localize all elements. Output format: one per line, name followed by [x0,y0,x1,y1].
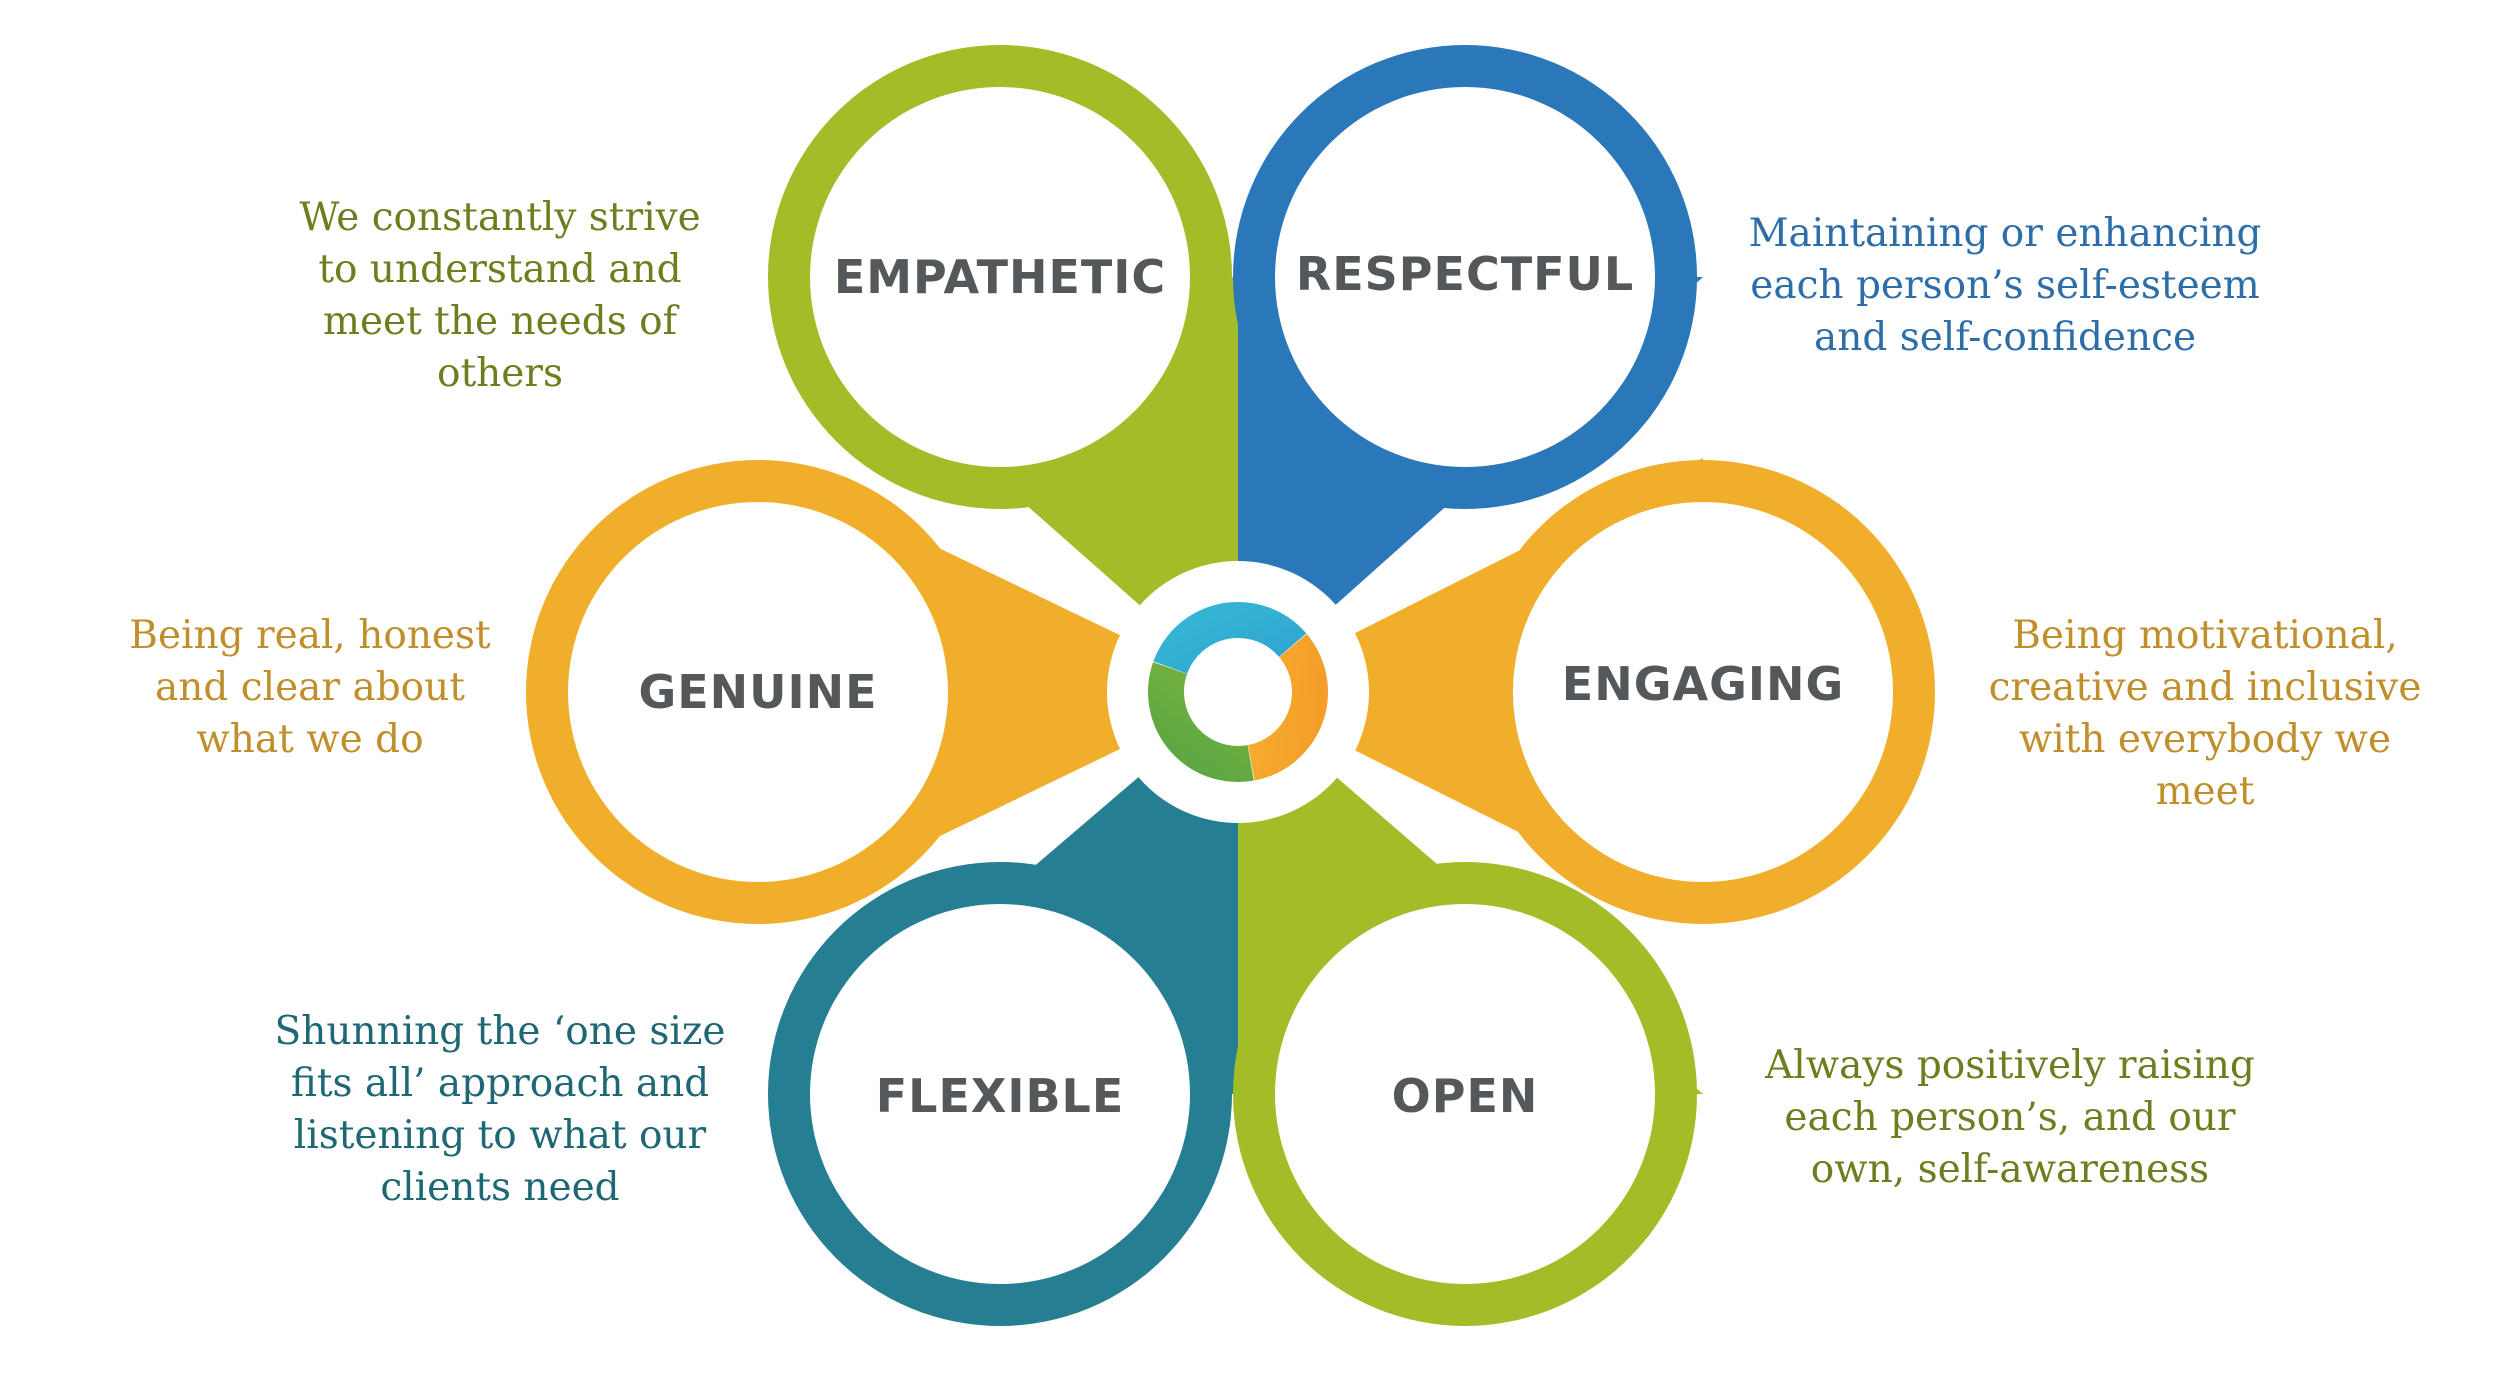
petal-respectful: RESPECTFUL [1233,45,1703,692]
flexible-description: Shunning the ‘one size fits all’ approac… [274,1009,726,1210]
petal-respectful-hole [1275,87,1655,467]
empathetic-label: EMPATHETIC [834,250,1166,304]
petal-open-hole [1275,904,1655,1284]
respectful-label: RESPECTFUL [1296,247,1634,301]
petal-empathetic: EMPATHETIC [768,45,1238,692]
genuine-description: Being real, honest and clear about what … [129,613,491,762]
petal-empathetic-hole [810,87,1190,467]
engaging-label: ENGAGING [1562,657,1844,711]
open-description: Always positively raising each person’s,… [1765,1043,2255,1192]
petal-flexible-hole [810,904,1190,1284]
empathetic-description: We constantly strive to understand and m… [299,195,701,396]
center-hub [1107,561,1369,823]
petal-engaging-hole [1513,502,1893,882]
petal-genuine: GENUINE [526,460,1238,924]
petal-engaging: ENGAGING [1238,458,1935,924]
genuine-label: GENUINE [638,665,877,719]
flexible-label: FLEXIBLE [876,1069,1125,1123]
petal-flexible: FLEXIBLE [768,692,1238,1326]
respectful-description: Maintaining or enhancing each person’s s… [1748,211,2262,360]
engaging-description: Being motivational, creative and inclusi… [1988,613,2422,814]
open-label: OPEN [1392,1069,1539,1123]
petal-open: OPEN [1233,692,1703,1326]
petal-genuine-hole [568,502,948,882]
